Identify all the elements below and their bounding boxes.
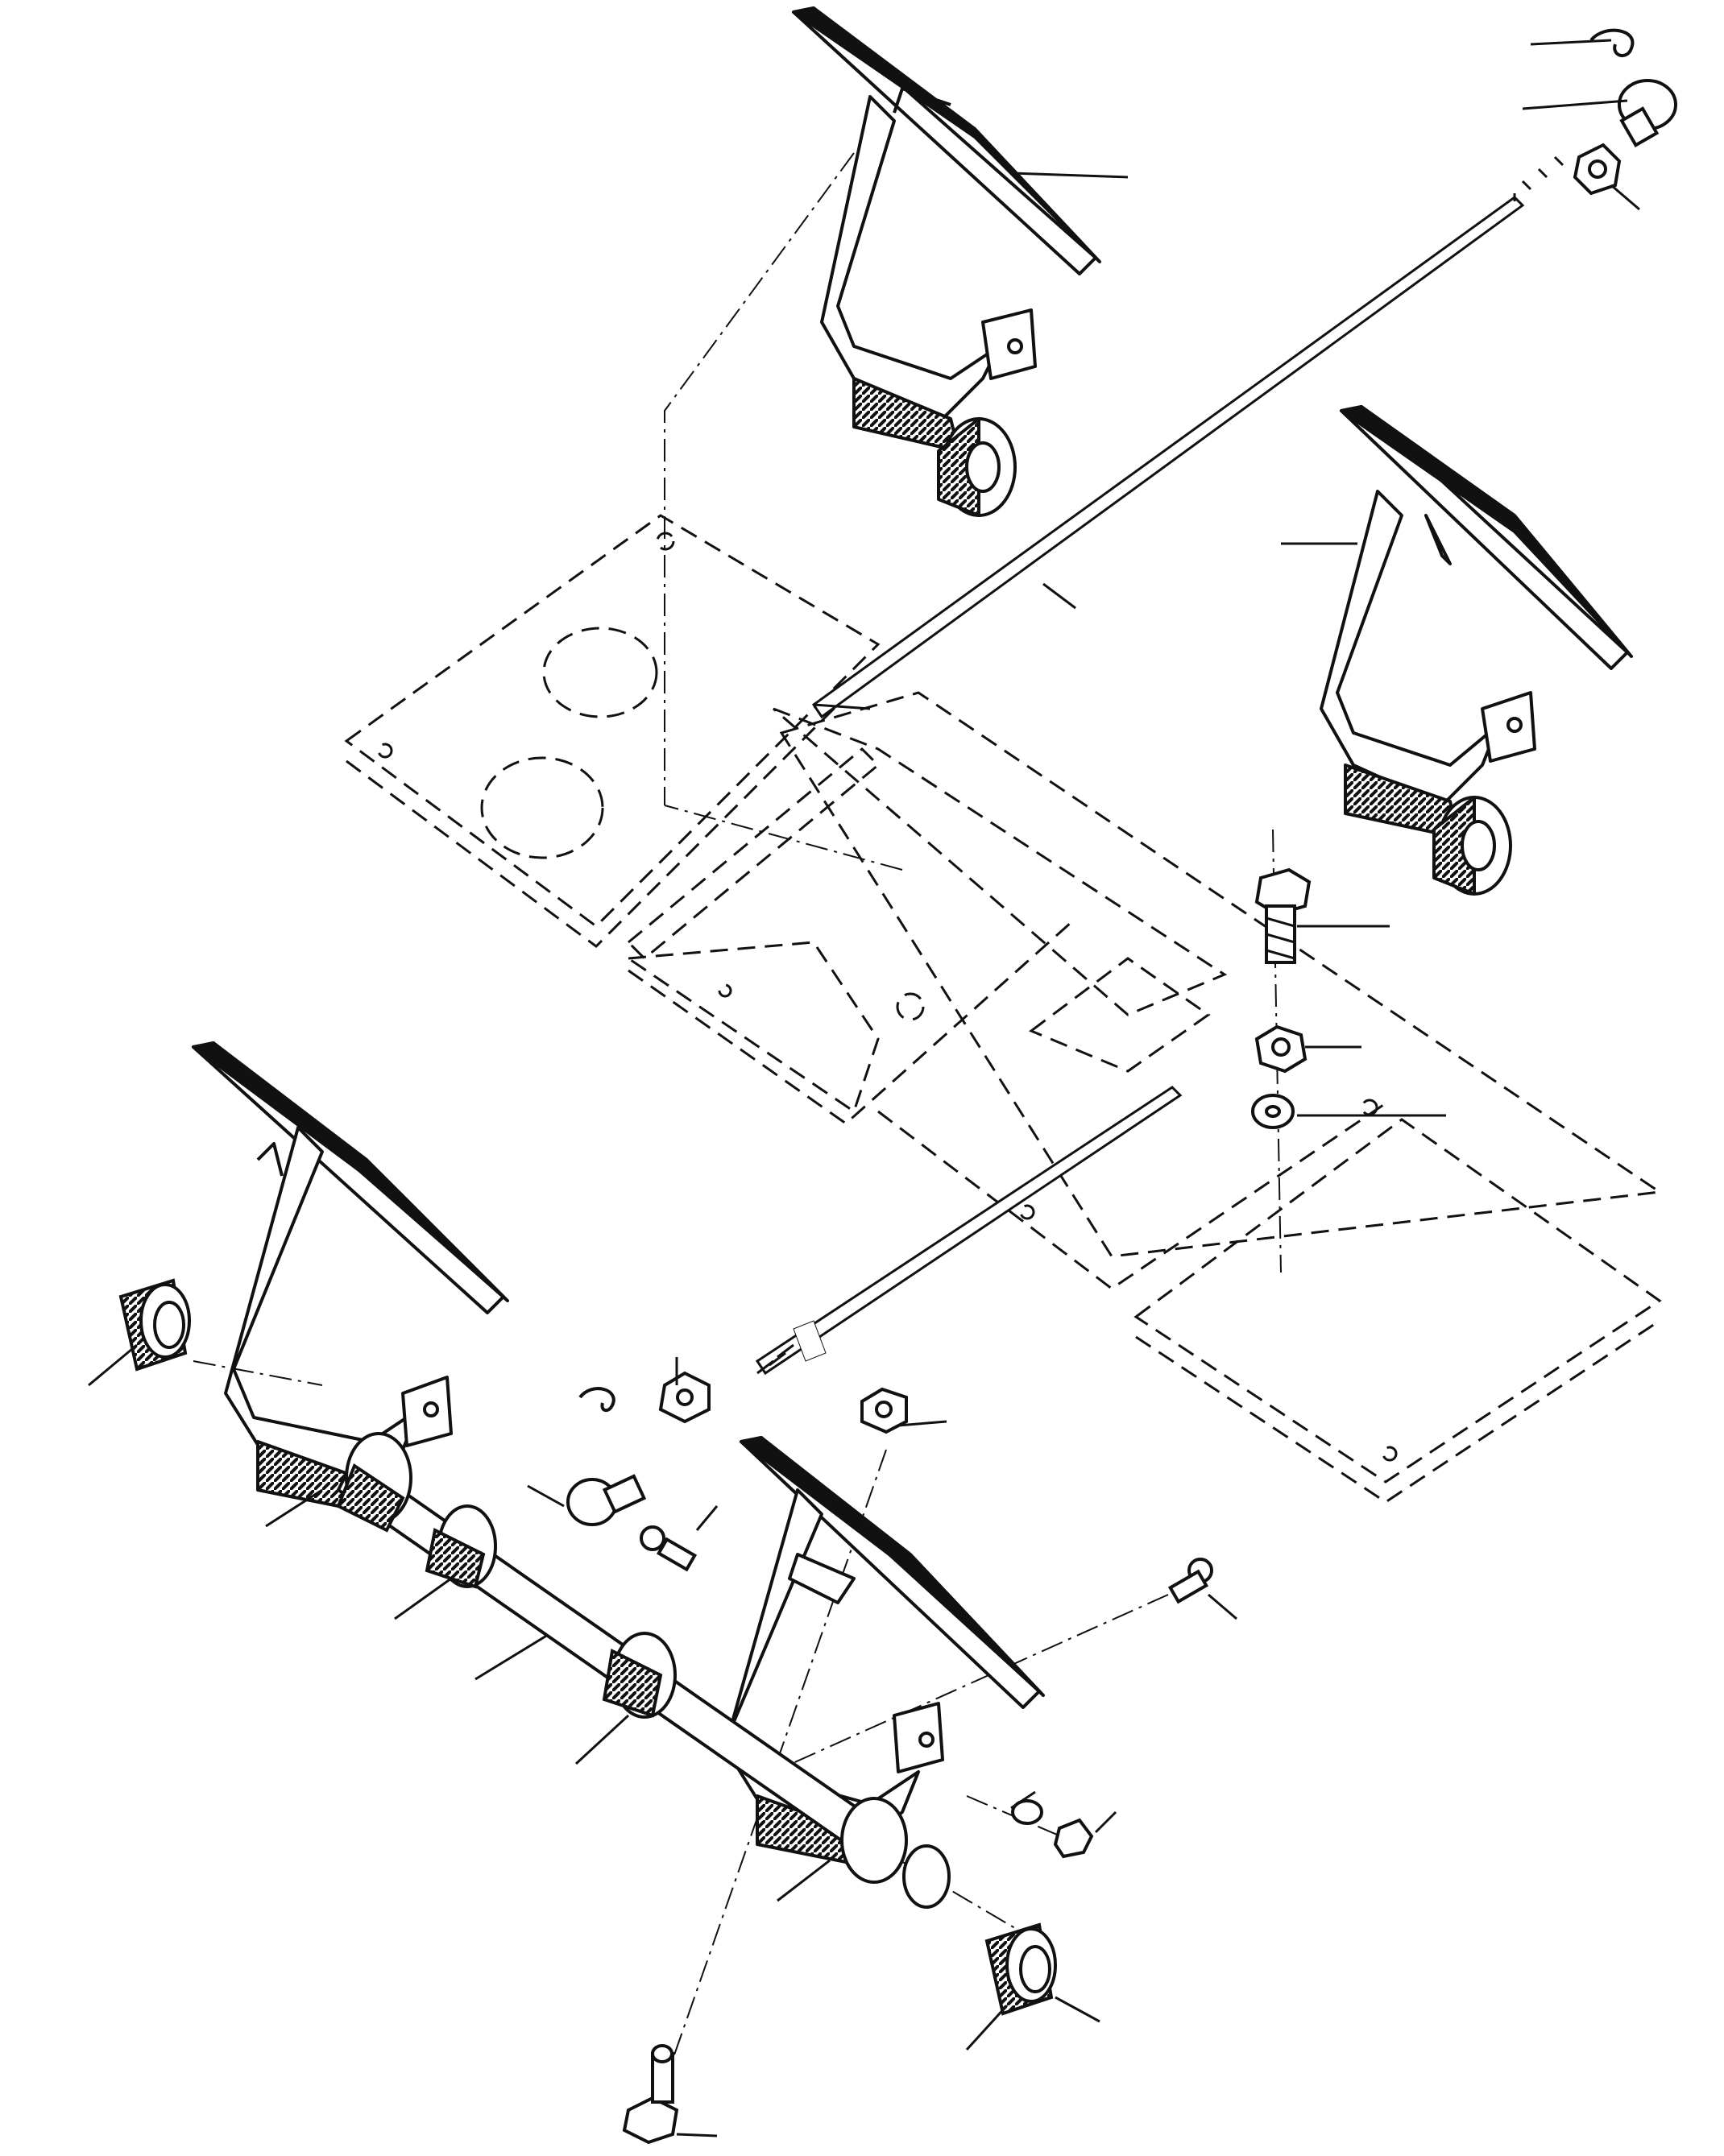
connecting-rod-short — [755, 1086, 1183, 1376]
hex-bolt — [1254, 867, 1312, 964]
connecting-rod-long — [811, 155, 1564, 719]
floor-plate-middle — [624, 707, 1228, 1125]
pedal-upper-left — [792, 6, 1101, 517]
lower-bolt — [622, 2044, 679, 2145]
ball-socket — [566, 79, 1677, 1859]
bushing-right — [984, 1922, 1057, 2016]
pedal-shaft — [336, 1432, 951, 1909]
floor-plate-right — [779, 691, 1664, 1290]
hex-nut — [1254, 1024, 1308, 1074]
pedal-upper-right — [1320, 405, 1633, 896]
pedal-lower-left — [192, 1041, 509, 1516]
bushing-left — [118, 1278, 191, 1372]
floor-plate-lower-right — [1133, 1118, 1662, 1504]
washer — [1251, 1094, 1295, 1129]
pedal-lower-right — [723, 1436, 1045, 1870]
ball-stud — [640, 1525, 1213, 1604]
retaining-clip — [578, 28, 1635, 1413]
floor-plate-upper — [344, 514, 881, 948]
